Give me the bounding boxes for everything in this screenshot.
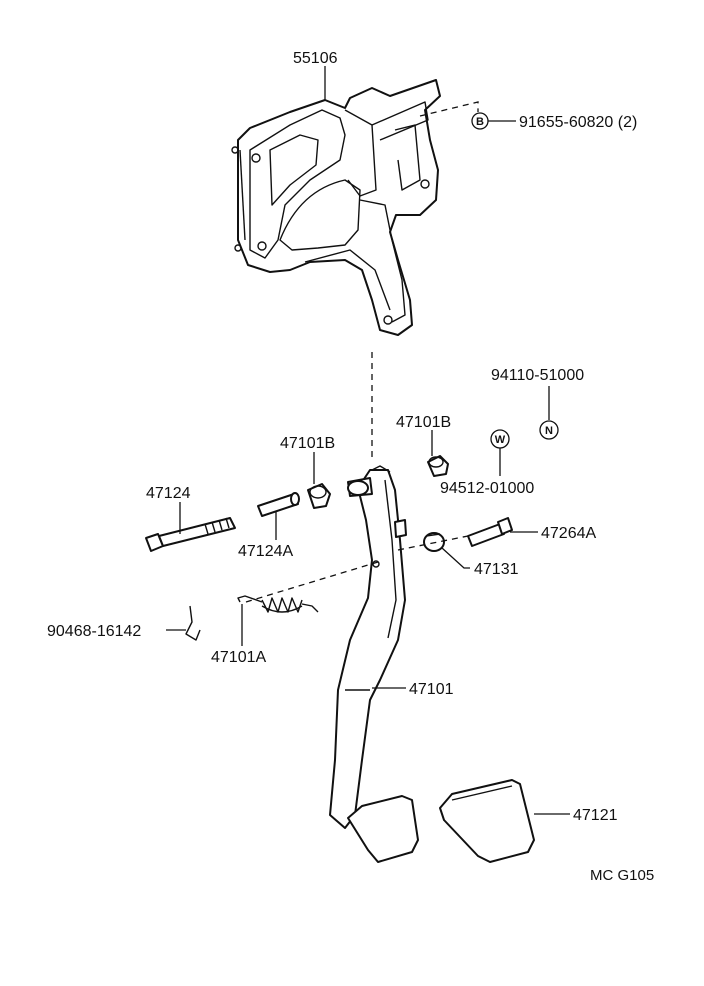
clip-drawing [185,605,201,641]
label-47124: 47124 [146,485,191,502]
label-94512-01000: 94512-01000 [440,480,534,497]
figure-code: MC G105 [590,867,654,884]
symbol-n-circle [539,420,559,440]
label-47101b-upper: 47101B [396,414,451,431]
label-47131: 47131 [474,561,519,578]
symbol-w-label: W [495,434,506,446]
label-55106: 55106 [293,50,338,67]
label-47264a: 47264A [541,525,596,542]
pedal-bracket-drawing [231,79,441,336]
bushing-left-drawing [307,483,331,509]
return-spring-drawing [237,595,319,613]
collar-drawing [257,492,300,517]
cushion-drawing [423,532,445,552]
pedal-arm-drawing [329,465,419,863]
label-47101a: 47101A [211,649,266,666]
bushing-upper-drawing [427,455,449,477]
symbol-b-circle [471,112,489,130]
label-47121: 47121 [573,807,618,824]
alignment-lines [245,101,479,603]
stopper-bolt-drawing [467,517,513,547]
long-bolt-drawing [145,517,236,552]
leader-lines [166,66,570,815]
label-47101: 47101 [409,681,454,698]
label-47101b-left: 47101B [280,435,335,452]
symbol-w-circle [490,429,510,449]
label-90468-16142: 90468-16142 [47,623,141,640]
symbol-w: W [490,429,510,449]
symbol-n: N [539,420,559,440]
symbol-n-label: N [545,425,553,437]
symbol-b-label: B [476,116,484,128]
symbol-b: B [471,112,489,130]
label-47124a: 47124A [238,543,293,560]
label-91655-60820: 91655-60820 (2) [519,114,637,131]
pedal-pad-drawing [439,779,535,863]
label-94110-51000: 94110-51000 [491,367,584,384]
